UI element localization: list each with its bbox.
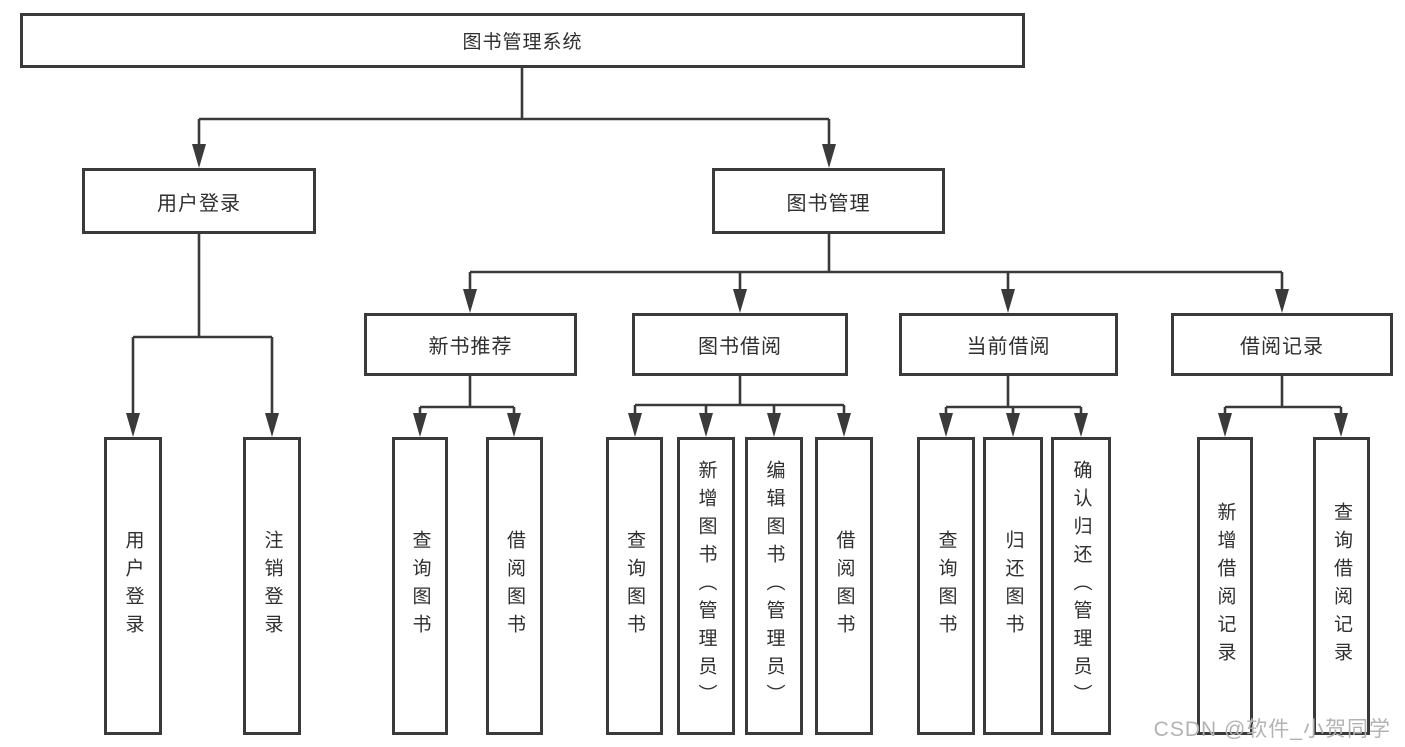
arrow-icon [733, 289, 747, 313]
connector-borrowing-to-leaves [633, 376, 846, 418]
arrowheads [126, 144, 1348, 437]
arrow-icon [628, 413, 642, 437]
arrow-icon [1218, 413, 1232, 437]
node-label: 归还图书 [1002, 530, 1024, 642]
node-book-borrowing: 图书借阅 [632, 313, 848, 376]
node-new-book-recommend: 新书推荐 [364, 313, 577, 376]
arrow-icon [1006, 413, 1020, 437]
node-leaf-add-borrow-record: 新增借阅记录 [1197, 437, 1253, 735]
node-label: 用户登录 [157, 192, 241, 215]
node-label: 查询图书 [624, 530, 645, 642]
arrow-icon [463, 289, 477, 313]
connector-records-to-leaves [1223, 376, 1343, 418]
node-leaf-query-books-borrowing: 查询图书 [606, 437, 663, 735]
node-label: 新书推荐 [428, 336, 513, 358]
node-leaf-query-books-recommend: 查询图书 [392, 437, 448, 735]
node-label: 图书借阅 [698, 336, 782, 358]
connector-userlogin-to-leaves [131, 234, 274, 418]
arrow-icon [413, 413, 427, 437]
arrow-icon [939, 413, 953, 437]
node-user-login: 用户登录 [82, 168, 316, 234]
node-root-system: 图书管理系统 [20, 13, 1025, 68]
node-label: 新增图书（管理员） [695, 460, 717, 712]
arrow-icon [507, 413, 521, 437]
node-label: 当前借阅 [966, 336, 1051, 358]
node-leaf-add-books-admin: 新增图书（管理员） [677, 437, 735, 735]
node-label: 编辑图书（管理员） [763, 460, 785, 712]
node-leaf-return-books: 归还图书 [983, 437, 1043, 735]
connector-current-to-leaves [944, 376, 1083, 418]
node-label: 新增借阅记录 [1214, 502, 1236, 670]
node-leaf-confirm-return-admin: 确认归还（管理员） [1051, 437, 1111, 735]
node-label: 查询借阅记录 [1331, 502, 1352, 670]
arrow-icon [265, 413, 279, 437]
node-label: 查询图书 [409, 530, 431, 642]
arrow-icon [837, 413, 851, 437]
node-current-borrowing: 当前借阅 [899, 313, 1118, 376]
arrow-icon [126, 413, 140, 437]
arrow-icon [1074, 413, 1088, 437]
node-leaf-borrow-books-recommend: 借阅图书 [486, 437, 543, 735]
csdn-watermark: CSDN @软件_小贺同学 [1153, 718, 1391, 741]
node-leaf-borrow-books: 借阅图书 [815, 437, 873, 735]
arrow-icon [767, 413, 781, 437]
arrow-icon [822, 144, 836, 168]
arrow-icon [1334, 413, 1348, 437]
node-label: 借阅记录 [1240, 336, 1324, 358]
node-label: 图书管理 [786, 192, 871, 215]
node-label: 用户登录 [122, 530, 144, 642]
node-label: 借阅图书 [504, 530, 525, 642]
node-label: 确认归还（管理员） [1070, 460, 1092, 712]
arrow-icon [192, 144, 206, 168]
connector-bookmgmt-to-level3 [468, 234, 1284, 295]
node-book-management: 图书管理 [712, 168, 945, 234]
node-leaf-query-borrow-record: 查询借阅记录 [1313, 437, 1370, 735]
arrow-icon [699, 413, 713, 437]
node-borrowing-records: 借阅记录 [1171, 313, 1393, 376]
node-label: 借阅图书 [833, 530, 855, 642]
arrow-icon [1275, 289, 1289, 313]
node-label: 图书管理系统 [462, 32, 583, 53]
arrow-icon [1001, 289, 1015, 313]
connector-recommend-to-leaves [418, 376, 516, 418]
connector-root-to-level2 [197, 68, 831, 150]
node-label: 查询图书 [935, 530, 957, 642]
node-leaf-logout: 注销登录 [243, 437, 301, 735]
node-leaf-query-books-current: 查询图书 [917, 437, 975, 735]
node-leaf-edit-books-admin: 编辑图书（管理员） [745, 437, 803, 735]
node-leaf-user-login: 用户登录 [104, 437, 162, 735]
node-label: 注销登录 [261, 530, 283, 642]
